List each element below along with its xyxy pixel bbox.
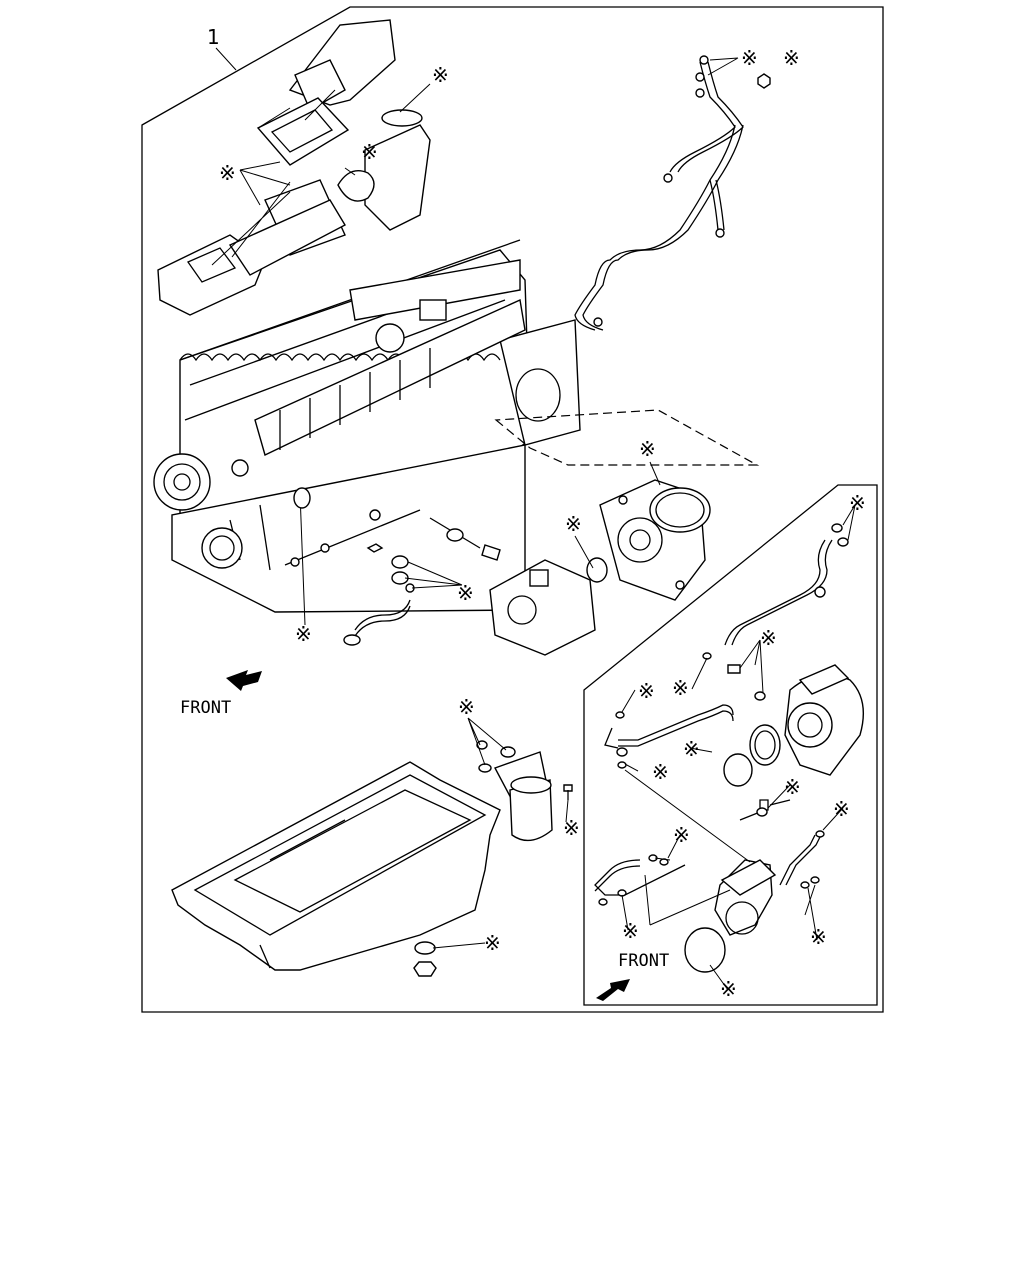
asterisk-marker-2: ※: [783, 46, 800, 70]
inset-panel: [583, 484, 878, 1006]
callout-1-leader: [215, 47, 237, 71]
asterisk-marker-4: ※: [361, 140, 378, 164]
inset-leader-lines: [621, 504, 856, 991]
drain-leader: [432, 942, 486, 949]
asterisk-marker-21: ※: [673, 823, 690, 847]
asterisk-marker-24: ※: [720, 977, 737, 1001]
harness-leader-lines: [707, 57, 739, 76]
injection-pipe-harness: [574, 55, 771, 331]
asterisk-marker-16: ※: [672, 676, 689, 700]
asterisk-marker-11: ※: [563, 816, 580, 840]
asterisk-marker-17: ※: [683, 737, 700, 761]
front-label-inset: FRONT: [618, 951, 669, 971]
kit-frame: [141, 6, 884, 1013]
asterisk-marker-1: ※: [741, 46, 758, 70]
asterisk-marker-8: ※: [457, 581, 474, 605]
asterisk-marker-10: ※: [458, 695, 475, 719]
oil-filter: [476, 740, 573, 842]
filter-leader-lines: [467, 717, 569, 823]
drain-plug: [413, 941, 437, 977]
asterisk-marker-9: ※: [295, 622, 312, 646]
asterisk-marker-20: ※: [833, 797, 850, 821]
asterisk-marker-5: ※: [219, 161, 236, 185]
asterisk-marker-23: ※: [810, 925, 827, 949]
asterisk-marker-12: ※: [484, 931, 501, 955]
front-arrow-inset: [596, 979, 630, 1001]
asterisk-marker-18: ※: [652, 760, 669, 784]
asterisk-marker-3: ※: [432, 63, 449, 87]
egr-assembly: [157, 19, 431, 316]
engine-block: [153, 239, 581, 613]
timing-oring: [293, 487, 311, 509]
inset-dashed-links: [624, 769, 751, 926]
asterisk-marker-7: ※: [565, 512, 582, 536]
asterisk-marker-22: ※: [622, 919, 639, 943]
turbo-oil-lines: [604, 523, 849, 769]
egr-leader-lines: [211, 83, 431, 266]
rear-gasket-dashed: [494, 409, 760, 466]
callout-number-1: 1: [207, 25, 220, 49]
asterisk-marker-14: ※: [760, 626, 777, 650]
front-arrow-main: [226, 670, 262, 691]
asterisk-marker-6: ※: [639, 437, 656, 461]
turbocharger: [723, 664, 864, 787]
oil-pan: [171, 761, 501, 971]
compressor-lines: [594, 830, 825, 906]
pump-leader-lines: [299, 461, 661, 626]
supply-pump: [343, 479, 711, 656]
asterisk-marker-15: ※: [638, 679, 655, 703]
front-label-main: FRONT: [180, 698, 231, 718]
asterisk-marker-13: ※: [849, 491, 866, 515]
air-compressor: [684, 799, 791, 973]
asterisk-marker-19: ※: [784, 775, 801, 799]
